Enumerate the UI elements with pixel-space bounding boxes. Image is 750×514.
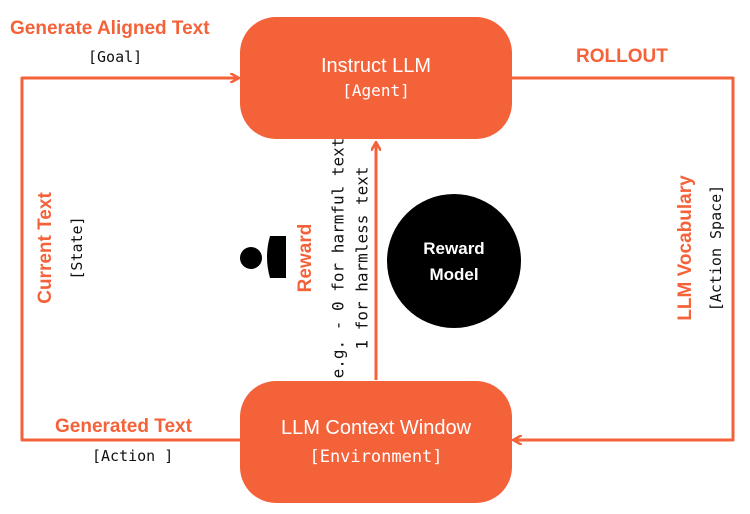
environment-box: LLM Context Window [Environment] xyxy=(240,381,512,503)
action-space-title: LLM Vocabulary xyxy=(675,175,696,321)
action-title: Generated Text xyxy=(55,416,192,437)
agent-subtitle: [Agent] xyxy=(342,81,410,100)
reward-example-line2: 1 for harmless text xyxy=(352,166,372,350)
rollout-loop-arrow xyxy=(512,76,735,440)
agent-title: Instruct LLM xyxy=(320,55,432,77)
goal-subtitle: [Goal] xyxy=(88,48,143,66)
state-subtitle: [State] xyxy=(68,216,86,280)
person-silhouette-icon xyxy=(240,236,286,278)
reward-title: Reward xyxy=(295,223,316,293)
left-loop-arrow xyxy=(20,78,240,442)
agent-box: Instruct LLM [Agent] xyxy=(240,17,512,139)
rollout-label: ROLLOUT xyxy=(576,46,668,67)
reward-model-circle: Reward Model xyxy=(387,194,521,328)
action-subtitle: [Action ] xyxy=(92,447,174,465)
goal-title: Generate Aligned Text xyxy=(10,18,210,39)
reward-example-line1: e.g. - 0 for harmful text xyxy=(328,137,348,379)
action-space-subtitle: [Action Space] xyxy=(707,184,725,312)
environment-title: LLM Context Window xyxy=(280,417,472,439)
reward-model-line2: Model xyxy=(429,265,479,284)
reward-model-line1: Reward xyxy=(423,239,485,258)
state-title: Current Text xyxy=(35,192,56,304)
environment-subtitle: [Environment] xyxy=(309,447,443,467)
